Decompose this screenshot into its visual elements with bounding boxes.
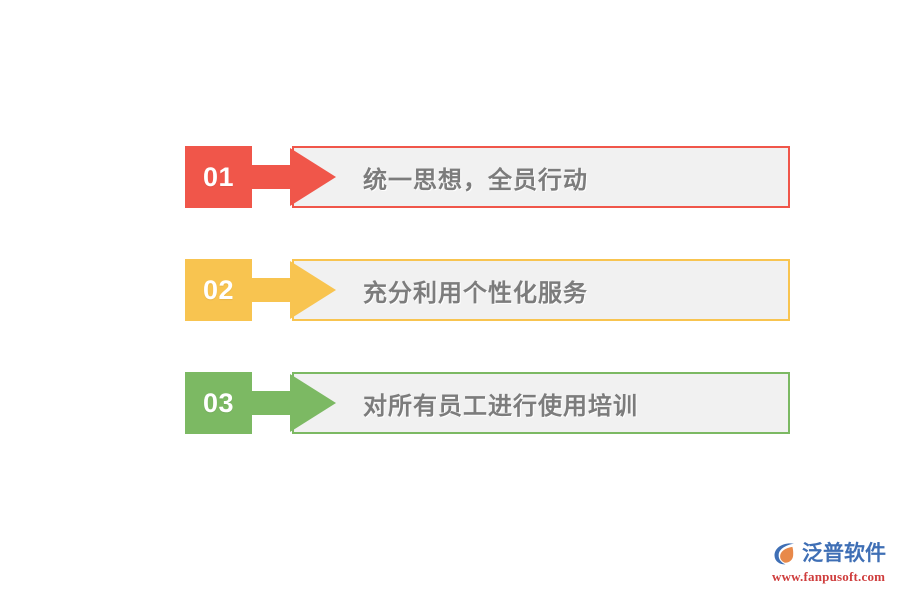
step-number-label: 01 [202,161,235,192]
step-row[interactable]: 01 统一思想，全员行动 [185,146,790,208]
step-text-label: 对所有员工进行使用培训 [363,392,638,420]
arrow-head-icon [290,261,336,319]
logo-url-text: www.fanpusoft.com [772,569,886,584]
step-content-box [292,146,790,208]
step-number-badge: 03 [185,372,252,434]
logo-row: 泛普软件 [772,538,890,568]
step-number-label: 02 [202,274,235,305]
step-row[interactable]: 02 充分利用个性化服务 [185,259,790,321]
step-content-box [292,259,790,321]
logo-name-text: 泛普软件 [802,540,886,565]
brand-logo: 泛普软件 www.fanpusoft.com [772,538,890,590]
arrow-head-icon [290,374,336,432]
arrow-head-icon [290,148,336,206]
step-number-badge: 01 [185,146,252,208]
step-number-label: 03 [202,387,235,418]
swoosh-circle-icon [774,543,795,565]
step-row[interactable]: 03 对所有员工进行使用培训 [185,372,790,434]
step-number-badge: 02 [185,259,252,321]
step-text-label: 统一思想，全员行动 [363,166,588,194]
step-text-label: 充分利用个性化服务 [363,279,588,307]
